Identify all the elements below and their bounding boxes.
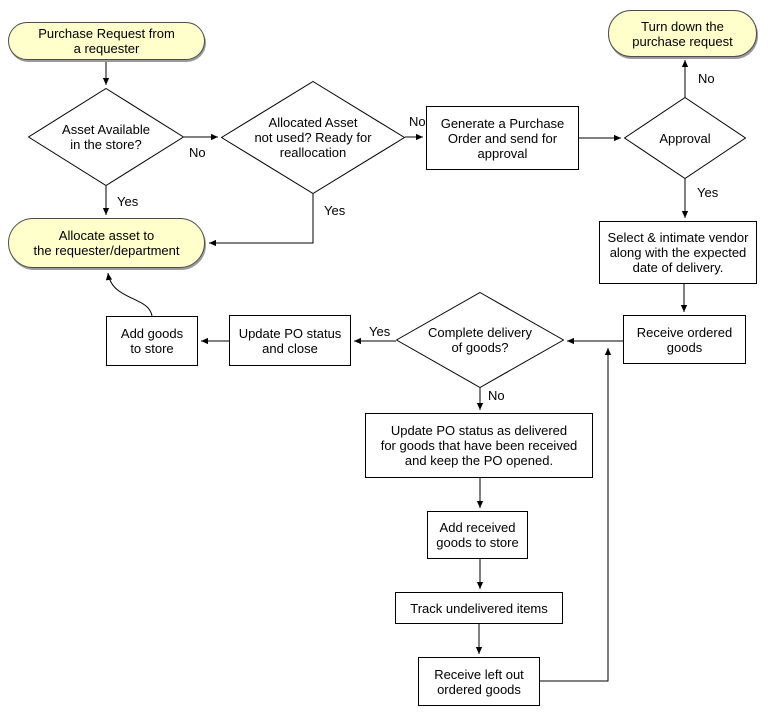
node-receive-left-out: Receive left out ordered goods	[418, 657, 540, 706]
node-asset-available: Asset Available in the store?	[28, 88, 184, 186]
node-select-vendor-label: Select & intimate vendor along with the …	[607, 230, 749, 275]
connector-add-goods-to-allocate	[105, 272, 153, 317]
node-generate-po-label: Generate a Purchase Order and send for a…	[440, 115, 565, 161]
node-receive-goods-label: Receive ordered goods	[636, 324, 733, 355]
edge-label-complete-delivery-yes: Yes	[369, 324, 391, 339]
node-receive-left-out-label: Receive left out ordered goods	[434, 666, 524, 697]
node-approval: Approval	[624, 97, 746, 179]
node-allocated-asset-label: Allocated Asset not used? Ready for real…	[254, 115, 372, 160]
node-track-undelivered-label: Track undelivered items	[410, 600, 548, 616]
node-complete-delivery: Complete delivery of goods?	[396, 292, 564, 388]
edge-label-approval-yes: Yes	[697, 185, 719, 200]
node-add-received-goods: Add received goods to store	[427, 511, 528, 559]
decision-diamond-shape	[396, 292, 564, 388]
node-turn-down: Turn down the purchase request	[608, 10, 757, 57]
node-complete-delivery-label: Complete delivery of goods?	[427, 325, 533, 355]
edge-label-allocated-asset-yes: Yes	[324, 203, 346, 218]
node-purchase-request-label: Purchase Request from a requester	[38, 26, 175, 56]
node-track-undelivered: Track undelivered items	[395, 592, 563, 624]
decision-diamond-shape	[221, 81, 405, 194]
edge-label-approval-no: No	[698, 71, 715, 86]
node-turn-down-label: Turn down the purchase request	[632, 18, 733, 49]
node-add-goods-store-label: Add goods to store	[120, 326, 184, 356]
edge-label-asset-available-no: No	[189, 145, 206, 160]
node-allocated-asset: Allocated Asset not used? Ready for real…	[221, 81, 405, 194]
edge-label-allocated-asset-no: No	[409, 114, 426, 129]
node-receive-goods: Receive ordered goods	[623, 315, 746, 364]
node-select-vendor: Select & intimate vendor along with the …	[599, 221, 757, 284]
edge-label-asset-available-yes: Yes	[117, 194, 139, 209]
node-update-po-close-label: Update PO status and close	[238, 325, 342, 356]
connector-allocated-yes	[209, 194, 314, 247]
node-add-received-goods-label: Add received goods to store	[436, 520, 519, 550]
node-update-po-close: Update PO status and close	[229, 315, 351, 366]
edge-label-complete-delivery-no: No	[488, 388, 505, 403]
node-generate-po: Generate a Purchase Order and send for a…	[426, 106, 579, 170]
node-purchase-request: Purchase Request from a requester	[8, 22, 205, 60]
node-allocate-asset-label: Allocate asset to the requester/departme…	[33, 228, 180, 258]
node-update-po-open-label: Update PO status as delivered for goods …	[380, 423, 578, 468]
node-approval-label: Approval	[659, 130, 711, 146]
node-add-goods-store: Add goods to store	[106, 316, 198, 366]
decision-diamond-shape	[28, 88, 184, 186]
node-update-po-open: Update PO status as delivered for goods …	[365, 413, 593, 478]
decision-diamond-shape	[624, 97, 746, 179]
node-asset-available-label: Asset Available in the store?	[62, 122, 150, 152]
node-allocate-asset: Allocate asset to the requester/departme…	[8, 218, 205, 268]
connector-receive-left-feedback	[540, 348, 612, 682]
